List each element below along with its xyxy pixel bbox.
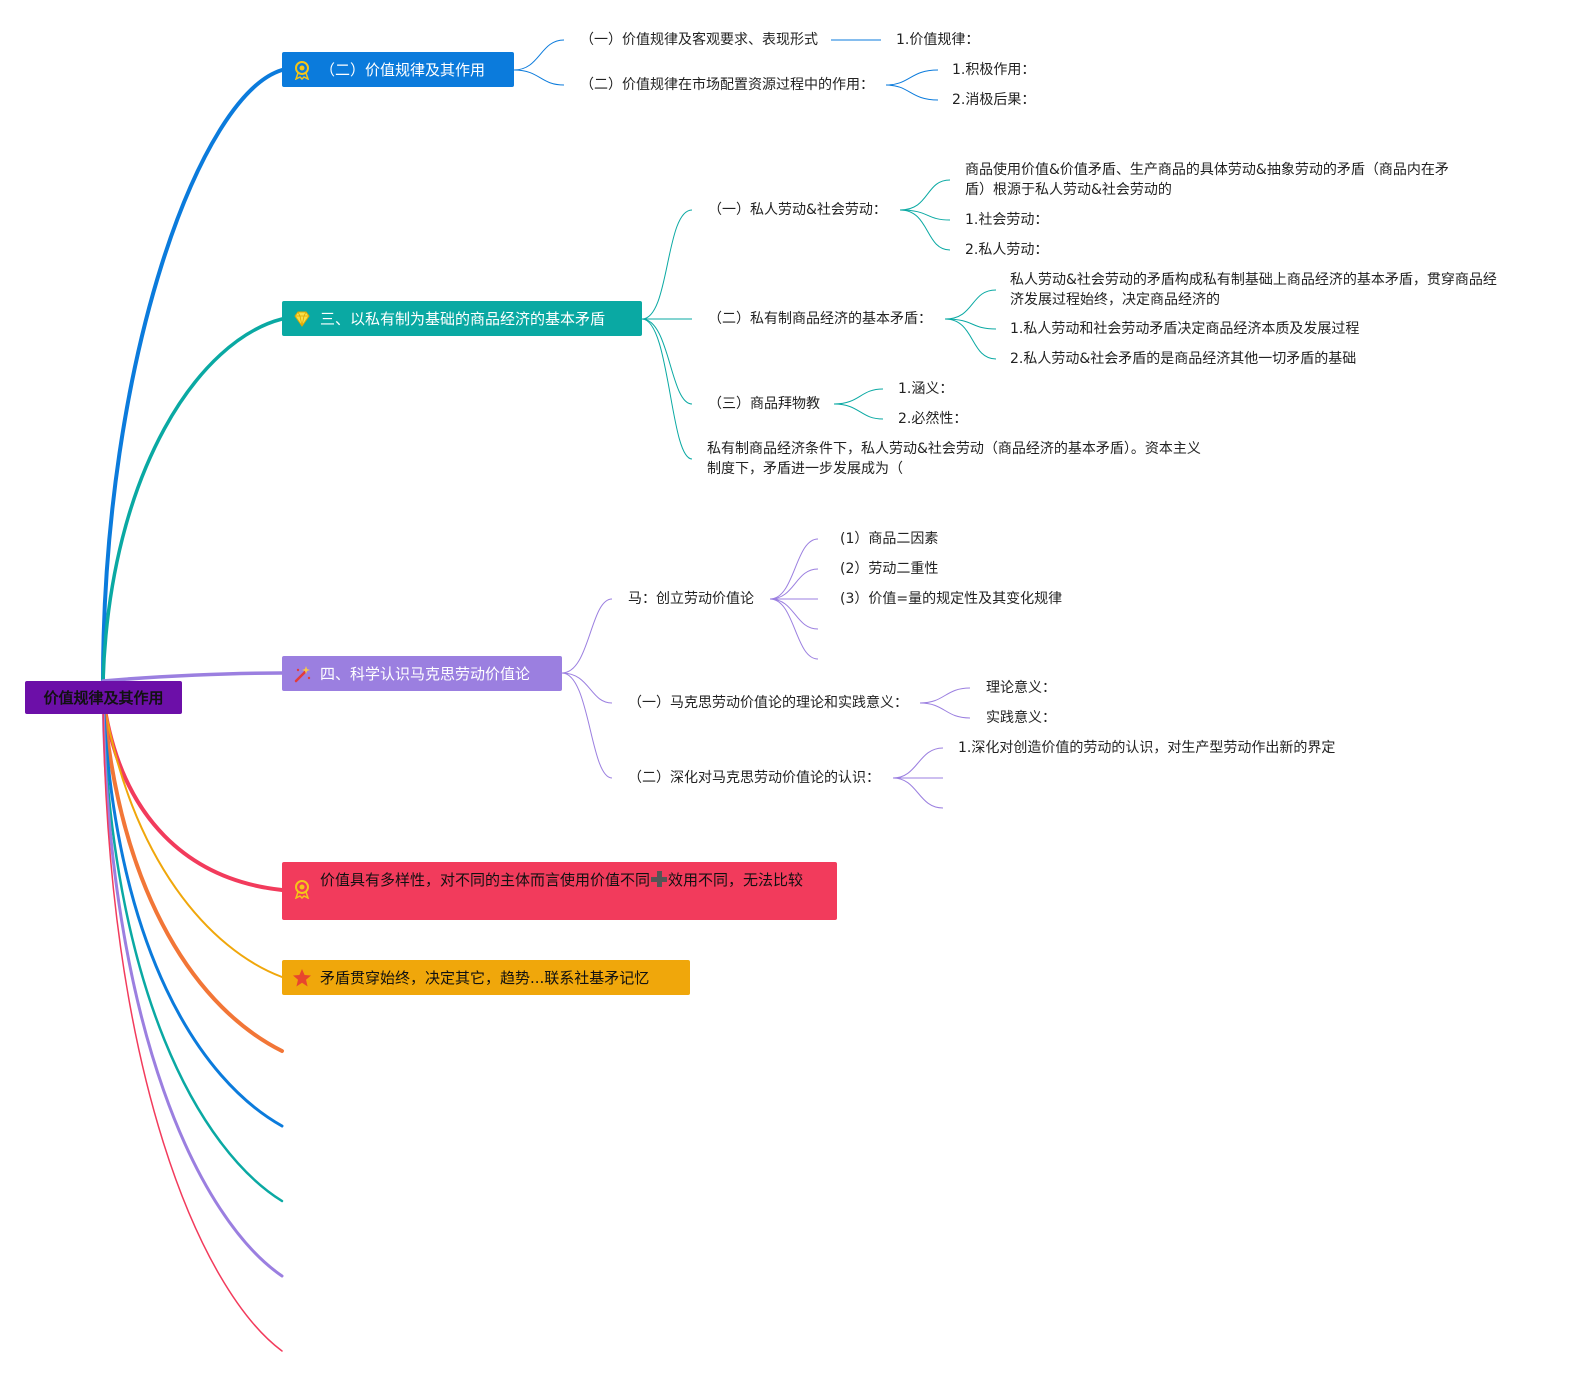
leaf-deepen-labor-understanding[interactable]: 1.深化对创造价值的劳动的认识，对生产型劳动作出新的界定 — [958, 740, 1336, 756]
subtopic-commodity-fetishism[interactable]: （三）商品拜物教 — [708, 396, 820, 412]
topic-label: 矛盾贯穿始终，决定其它，趋势...联系社基矛记忆 — [320, 968, 650, 987]
leaf-two-factors[interactable]: (1）商品二因素 — [840, 531, 939, 547]
topic-label: 三、以私有制为基础的商品经济的基本矛盾 — [320, 309, 606, 328]
topic-label: （二）价值规律及其作用 — [320, 60, 486, 79]
subtopic-market-allocation-role[interactable]: （二）价值规律在市场配置资源过程中的作用： — [580, 77, 874, 93]
branch-line-empty5 — [102, 696, 283, 1352]
leaf-contradiction-decides-essence[interactable]: 1.私人劳动和社会劳动矛盾决定商品经济本质及发展过程 — [1010, 321, 1360, 337]
branch-line-empty4 — [101, 695, 284, 1278]
branch-line-b4 — [101, 695, 284, 892]
topic-labor-value-theory[interactable]: 四、科学认识马克思劳动价值论 — [282, 656, 562, 691]
subtopic-private-social-labor[interactable]: （一）私人劳动&社会劳动： — [708, 202, 887, 218]
subtopic-private-economy-contradiction[interactable]: （二）私有制商品经济的基本矛盾： — [708, 311, 932, 327]
leaf-social-labor[interactable]: 1.社会劳动： — [965, 212, 1049, 228]
plus-icon — [650, 870, 668, 888]
branch-line-empty1 — [101, 695, 284, 1053]
leaf-theoretical-significance[interactable]: 理论意义： — [986, 680, 1056, 696]
leaf-value-quantity[interactable]: (3）价值=量的规定性及其变化规律 — [840, 591, 1063, 607]
leaf-negative-consequence[interactable]: 2.消极后果： — [952, 92, 1036, 108]
branch-line-empty2 — [101, 695, 284, 1128]
leaf-inevitability[interactable]: 2.必然性： — [898, 411, 968, 427]
branch-line-b5 — [102, 696, 283, 978]
leaf-private-labor[interactable]: 2.私人劳动： — [965, 242, 1049, 258]
subtopic-capitalism-contradiction-note[interactable]: 私有制商品经济条件下，私人劳动&社会劳动（商品经济的基本矛盾）。资本主义制度下，… — [707, 441, 1201, 477]
branch-line-b2 — [101, 317, 284, 683]
subtopic-value-law-requirement[interactable]: （一）价值规律及客观要求、表现形式 — [580, 32, 818, 48]
topic-basic-contradiction[interactable]: 三、以私有制为基础的商品经济的基本矛盾 — [282, 301, 642, 336]
branch-line-empty3 — [101, 695, 284, 1203]
topic-value-diversity[interactable]: 价值具有多样性，对不同的主体而言使用价值不同效用不同，无法比较 — [282, 862, 837, 920]
star-icon — [292, 968, 312, 988]
award-medal-icon — [292, 60, 312, 80]
leaf-contradiction-constitutes[interactable]: 私人劳动&社会劳动的矛盾构成私有制基础上商品经济的基本矛盾，贯穿商品经济发展过程… — [1010, 272, 1497, 308]
topic-label: 价值具有多样性，对不同的主体而言使用价值不同效用不同，无法比较 — [320, 869, 825, 892]
root-topic-label: 价值规律及其作用 — [43, 689, 164, 707]
leaf-contradiction-root[interactable]: 商品使用价值&价值矛盾、生产商品的具体劳动&抽象劳动的矛盾（商品内在矛盾）根源于… — [965, 162, 1449, 198]
leaf-meaning[interactable]: 1.涵义： — [898, 381, 954, 397]
topic-value-law[interactable]: （二）价值规律及其作用 — [282, 52, 514, 87]
branch-line-b3 — [101, 671, 284, 683]
branch-line-b1 — [101, 68, 284, 683]
leaf-contradiction-foundation[interactable]: 2.私人劳动&社会矛盾的是商品经济其他一切矛盾的基础 — [1010, 351, 1357, 367]
subtopic-theory-practice-significance[interactable]: （一）马克思劳动价值论的理论和实践意义： — [628, 695, 908, 711]
magic-wand-icon — [292, 664, 312, 684]
topic-text-part1: 价值具有多样性，对不同的主体而言使用价值不同 — [320, 871, 651, 889]
subtopic-deepen-understanding[interactable]: （二）深化对马克思劳动价值论的认识： — [628, 770, 880, 786]
topic-label: 四、科学认识马克思劳动价值论 — [320, 664, 531, 683]
diamond-icon — [292, 309, 312, 329]
topic-contradiction-memory[interactable]: 矛盾贯穿始终，决定其它，趋势...联系社基矛记忆 — [282, 960, 690, 995]
topic-text-part2: 效用不同，无法比较 — [668, 871, 804, 889]
leaf-dual-labor[interactable]: (2）劳动二重性 — [840, 561, 939, 577]
leaf-value-law[interactable]: 1.价值规律： — [896, 32, 980, 48]
leaf-practical-significance[interactable]: 实践意义： — [986, 710, 1056, 726]
award-medal-icon — [292, 879, 312, 900]
leaf-positive-effect[interactable]: 1.积极作用： — [952, 62, 1036, 78]
subtopic-marx-founding[interactable]: 马：创立劳动价值论 — [628, 591, 754, 607]
root-topic[interactable]: 价值规律及其作用 — [25, 681, 182, 714]
